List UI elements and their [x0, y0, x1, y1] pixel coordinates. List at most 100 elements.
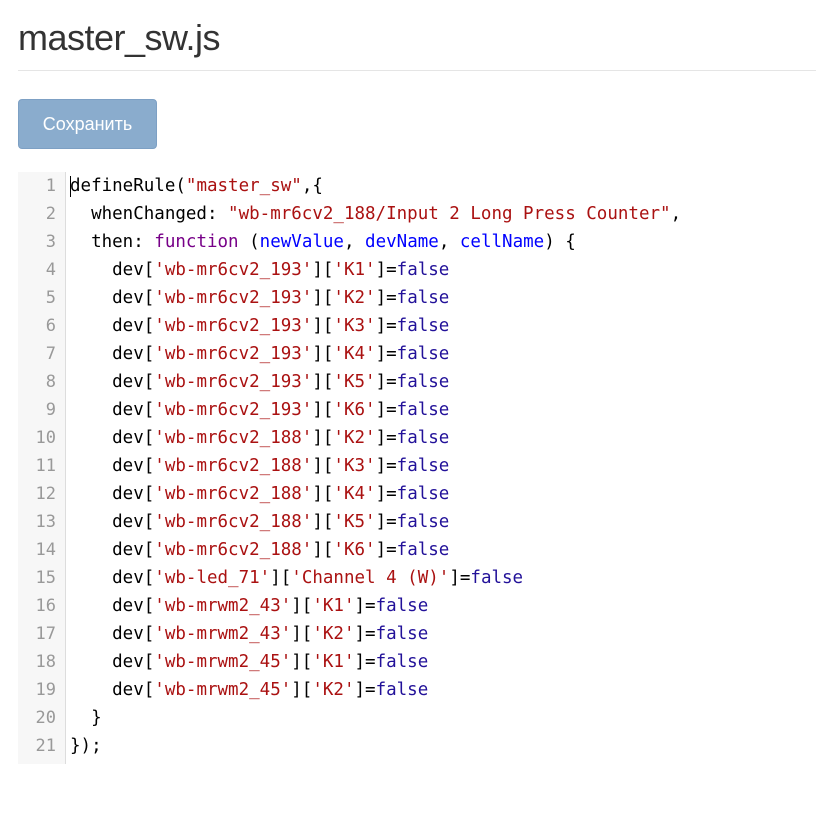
code-token-atom: false: [396, 260, 450, 280]
code-token-plain: ][: [291, 680, 313, 700]
line-code[interactable]: defineRule("master_sw",{: [70, 172, 323, 200]
line-code[interactable]: dev['wb-mrwm2_43']['K1']=false: [70, 592, 428, 620]
line-code[interactable]: dev['wb-mr6cv2_193']['K3']=false: [70, 312, 449, 340]
line-code[interactable]: dev['wb-mr6cv2_193']['K2']=false: [70, 284, 449, 312]
line-code[interactable]: dev['wb-mr6cv2_188']['K6']=false: [70, 536, 449, 564]
code-token-plain: });: [70, 736, 102, 756]
line-code[interactable]: whenChanged: "wb-mr6cv2_188/Input 2 Long…: [70, 200, 681, 228]
line-code[interactable]: }: [70, 704, 102, 732]
code-token-plain: ) {: [544, 232, 576, 252]
code-line[interactable]: 14 dev['wb-mr6cv2_188']['K6']=false: [18, 536, 816, 564]
code-line[interactable]: 20 }: [18, 704, 816, 732]
line-code[interactable]: });: [70, 732, 102, 760]
code-line[interactable]: 17 dev['wb-mrwm2_43']['K2']=false: [18, 620, 816, 648]
line-code[interactable]: dev['wb-mrwm2_43']['K2']=false: [70, 620, 428, 648]
line-code[interactable]: dev['wb-mr6cv2_188']['K4']=false: [70, 480, 449, 508]
code-token-plain: dev[: [70, 568, 155, 588]
code-token-plain: dev[: [70, 652, 155, 672]
code-token-atom: false: [396, 400, 450, 420]
code-line[interactable]: 16 dev['wb-mrwm2_43']['K1']=false: [18, 592, 816, 620]
line-code[interactable]: dev['wb-mr6cv2_193']['K1']=false: [70, 256, 449, 284]
code-token-string: "master_sw": [185, 176, 302, 196]
line-number: 1: [45, 176, 56, 196]
code-line[interactable]: 12 dev['wb-mr6cv2_188']['K4']=false: [18, 480, 816, 508]
code-token-plain: whenChanged:: [70, 204, 229, 224]
code-line[interactable]: 5 dev['wb-mr6cv2_193']['K2']=false: [18, 284, 816, 312]
line-code[interactable]: dev['wb-mr6cv2_188']['K5']=false: [70, 508, 449, 536]
line-code[interactable]: dev['wb-mr6cv2_188']['K3']=false: [70, 452, 449, 480]
code-token-plain: (: [238, 232, 260, 252]
code-token-plain: dev[: [70, 260, 155, 280]
code-token-string: 'wb-mr6cv2_193': [154, 288, 313, 308]
code-line[interactable]: 18 dev['wb-mrwm2_45']['K1']=false: [18, 648, 816, 676]
line-number: 5: [45, 288, 56, 308]
line-code[interactable]: then: function (newValue, devName, cellN…: [70, 228, 576, 256]
line-code[interactable]: dev['wb-mr6cv2_193']['K4']=false: [70, 340, 449, 368]
code-token-plain: dev[: [70, 624, 155, 644]
code-token-plain: ]=: [354, 624, 376, 644]
code-token-string: 'wb-mr6cv2_188': [154, 428, 313, 448]
code-token-plain: dev[: [70, 540, 155, 560]
code-token-atom: false: [470, 568, 524, 588]
line-number: 8: [45, 372, 56, 392]
code-token-atom: false: [396, 344, 450, 364]
line-number: 4: [45, 260, 56, 280]
code-token-plain: ]=: [375, 344, 397, 364]
code-token-plain: ]=: [375, 260, 397, 280]
code-token-plain: defineRule(: [70, 176, 186, 196]
line-number: 18: [35, 652, 56, 672]
code-line[interactable]: 1 defineRule("master_sw",{: [18, 172, 816, 200]
code-token-plain: ][: [291, 596, 313, 616]
line-code[interactable]: dev['wb-mrwm2_45']['K1']=false: [70, 648, 428, 676]
line-code[interactable]: dev['wb-mr6cv2_188']['K2']=false: [70, 424, 449, 452]
code-line[interactable]: 10 dev['wb-mr6cv2_188']['K2']=false: [18, 424, 816, 452]
code-token-string: 'wb-mr6cv2_188': [154, 512, 313, 532]
code-line[interactable]: 2 whenChanged: "wb-mr6cv2_188/Input 2 Lo…: [18, 200, 816, 228]
code-token-string: 'wb-mr6cv2_193': [154, 400, 313, 420]
line-code[interactable]: dev['wb-mr6cv2_193']['K6']=false: [70, 396, 449, 424]
code-token-string: 'K2': [333, 428, 376, 448]
code-token-plain: }: [70, 708, 102, 728]
line-code[interactable]: dev['wb-mrwm2_45']['K2']=false: [70, 676, 428, 704]
code-line[interactable]: 3 then: function (newValue, devName, cel…: [18, 228, 816, 256]
code-line[interactable]: 21});: [18, 732, 816, 760]
text-cursor: [70, 176, 71, 197]
code-line[interactable]: 9 dev['wb-mr6cv2_193']['K6']=false: [18, 396, 816, 424]
code-token-plain: ]=: [354, 680, 376, 700]
line-code[interactable]: dev['wb-mr6cv2_193']['K5']=false: [70, 368, 449, 396]
code-token-string: 'wb-mr6cv2_193': [154, 316, 313, 336]
code-token-string: 'K2': [312, 680, 355, 700]
code-token-plain: ][: [291, 624, 313, 644]
line-number: 19: [35, 680, 56, 700]
code-token-string: 'K4': [333, 484, 376, 504]
code-token-string: 'K5': [333, 512, 376, 532]
code-token-atom: false: [396, 372, 450, 392]
code-token-plain: dev[: [70, 288, 155, 308]
code-token-string: 'K6': [333, 400, 376, 420]
code-token-var: newValue: [259, 232, 344, 252]
code-token-atom: false: [396, 484, 450, 504]
code-line[interactable]: 11 dev['wb-mr6cv2_188']['K3']=false: [18, 452, 816, 480]
code-editor[interactable]: 1 defineRule("master_sw",{2 whenChanged: …: [18, 172, 816, 764]
code-token-plain: ]=: [375, 288, 397, 308]
code-token-string: 'wb-mr6cv2_188': [154, 484, 313, 504]
code-line[interactable]: 19 dev['wb-mrwm2_45']['K2']=false: [18, 676, 816, 704]
line-number: 7: [45, 344, 56, 364]
code-line[interactable]: 7 dev['wb-mr6cv2_193']['K4']=false: [18, 340, 816, 368]
code-token-plain: dev[: [70, 512, 155, 532]
code-line[interactable]: 6 dev['wb-mr6cv2_193']['K3']=false: [18, 312, 816, 340]
line-code[interactable]: dev['wb-led_71']['Channel 4 (W)']=false: [70, 564, 523, 592]
code-token-atom: false: [396, 512, 450, 532]
code-line[interactable]: 8 dev['wb-mr6cv2_193']['K5']=false: [18, 368, 816, 396]
code-token-plain: ][: [312, 344, 334, 364]
code-line[interactable]: 4 dev['wb-mr6cv2_193']['K1']=false: [18, 256, 816, 284]
code-line[interactable]: 13 dev['wb-mr6cv2_188']['K5']=false: [18, 508, 816, 536]
code-token-plain: ]=: [449, 568, 471, 588]
code-line[interactable]: 15 dev['wb-led_71']['Channel 4 (W)']=fal…: [18, 564, 816, 592]
code-token-plain: ]=: [375, 540, 397, 560]
code-token-plain: ][: [312, 456, 334, 476]
save-button[interactable]: Сохранить: [18, 99, 157, 149]
code-token-plain: dev[: [70, 428, 155, 448]
code-token-plain: ]=: [375, 512, 397, 532]
code-token-string: 'K3': [333, 316, 376, 336]
